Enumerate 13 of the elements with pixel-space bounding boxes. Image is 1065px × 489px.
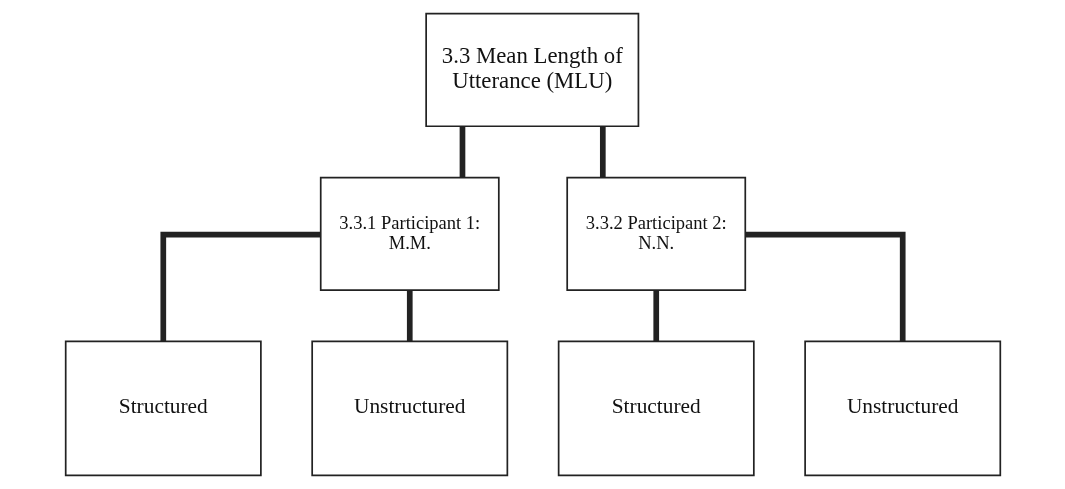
connector [745,231,906,342]
connector [599,126,606,178]
connector [406,290,413,341]
node-box: 3.3.2 Participant 2: N.N. [565,176,746,291]
connector [652,290,659,341]
node-box: Structured [557,340,755,477]
node-box: 3.3.1 Participant 1: M.M. [319,176,500,291]
connector [459,126,465,178]
connector [159,231,320,342]
node-box: 3.3 Mean Length of Utterance (MLU) [424,12,639,128]
node-box: Unstructured [803,340,1001,477]
node-box: Unstructured [310,340,508,477]
node-box: Structured [64,340,262,477]
